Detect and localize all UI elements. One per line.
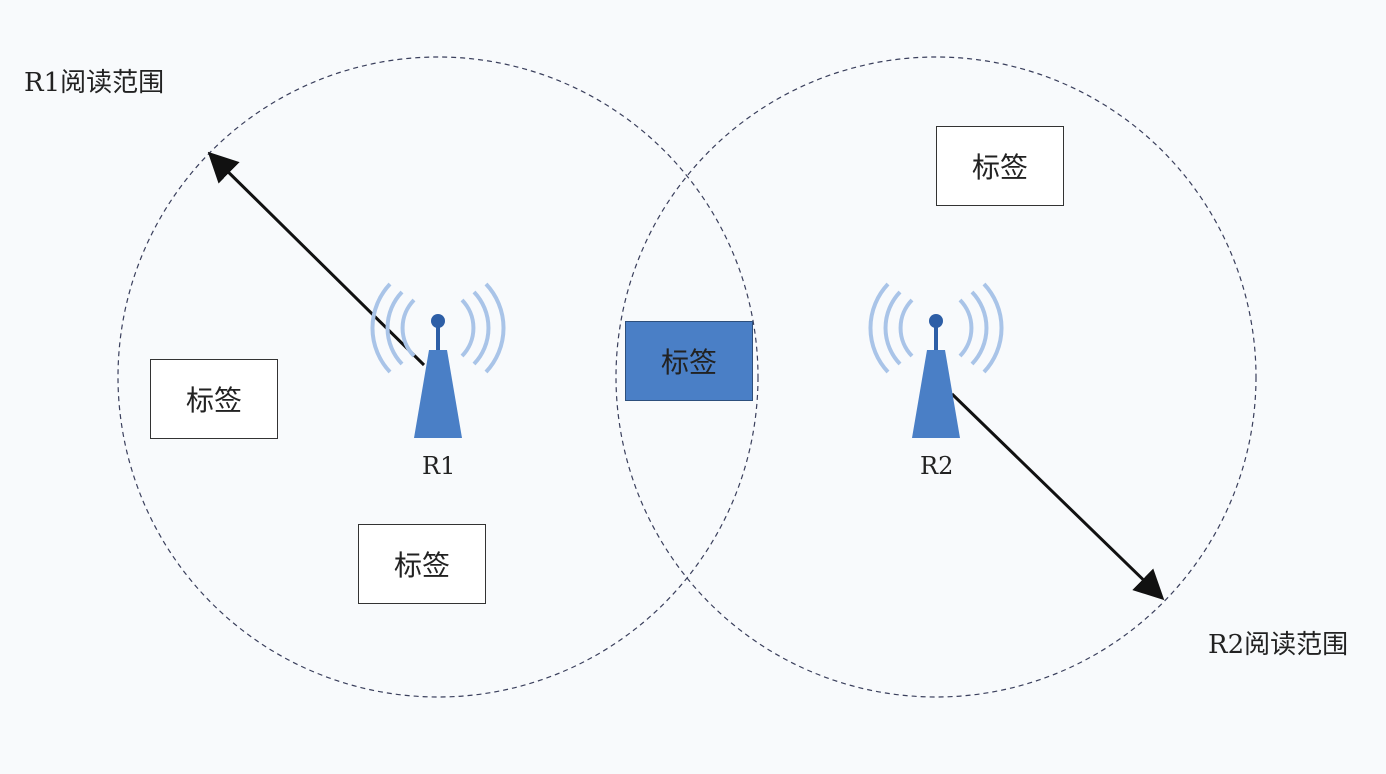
tag-right-upper: 标签 xyxy=(936,126,1064,206)
r2-range-label: R2阅读范围 xyxy=(1208,630,1349,660)
r1-reader-label: R1 xyxy=(422,452,456,480)
r2-reader-label: R2 xyxy=(920,452,954,480)
r1-range-circle xyxy=(117,56,759,698)
r2-radius-arrow xyxy=(950,392,1165,601)
tag-left-lower: 标签 xyxy=(358,524,486,604)
r1-radius-arrow xyxy=(207,151,426,367)
tag-left-upper: 标签 xyxy=(150,359,278,439)
r1-range-label: R1阅读范围 xyxy=(24,68,165,98)
r2-range-circle xyxy=(615,56,1257,698)
r2-antenna-icon xyxy=(868,282,1004,438)
tag-overlap-highlighted: 标签 xyxy=(625,321,753,401)
r1-antenna-icon xyxy=(370,282,506,438)
